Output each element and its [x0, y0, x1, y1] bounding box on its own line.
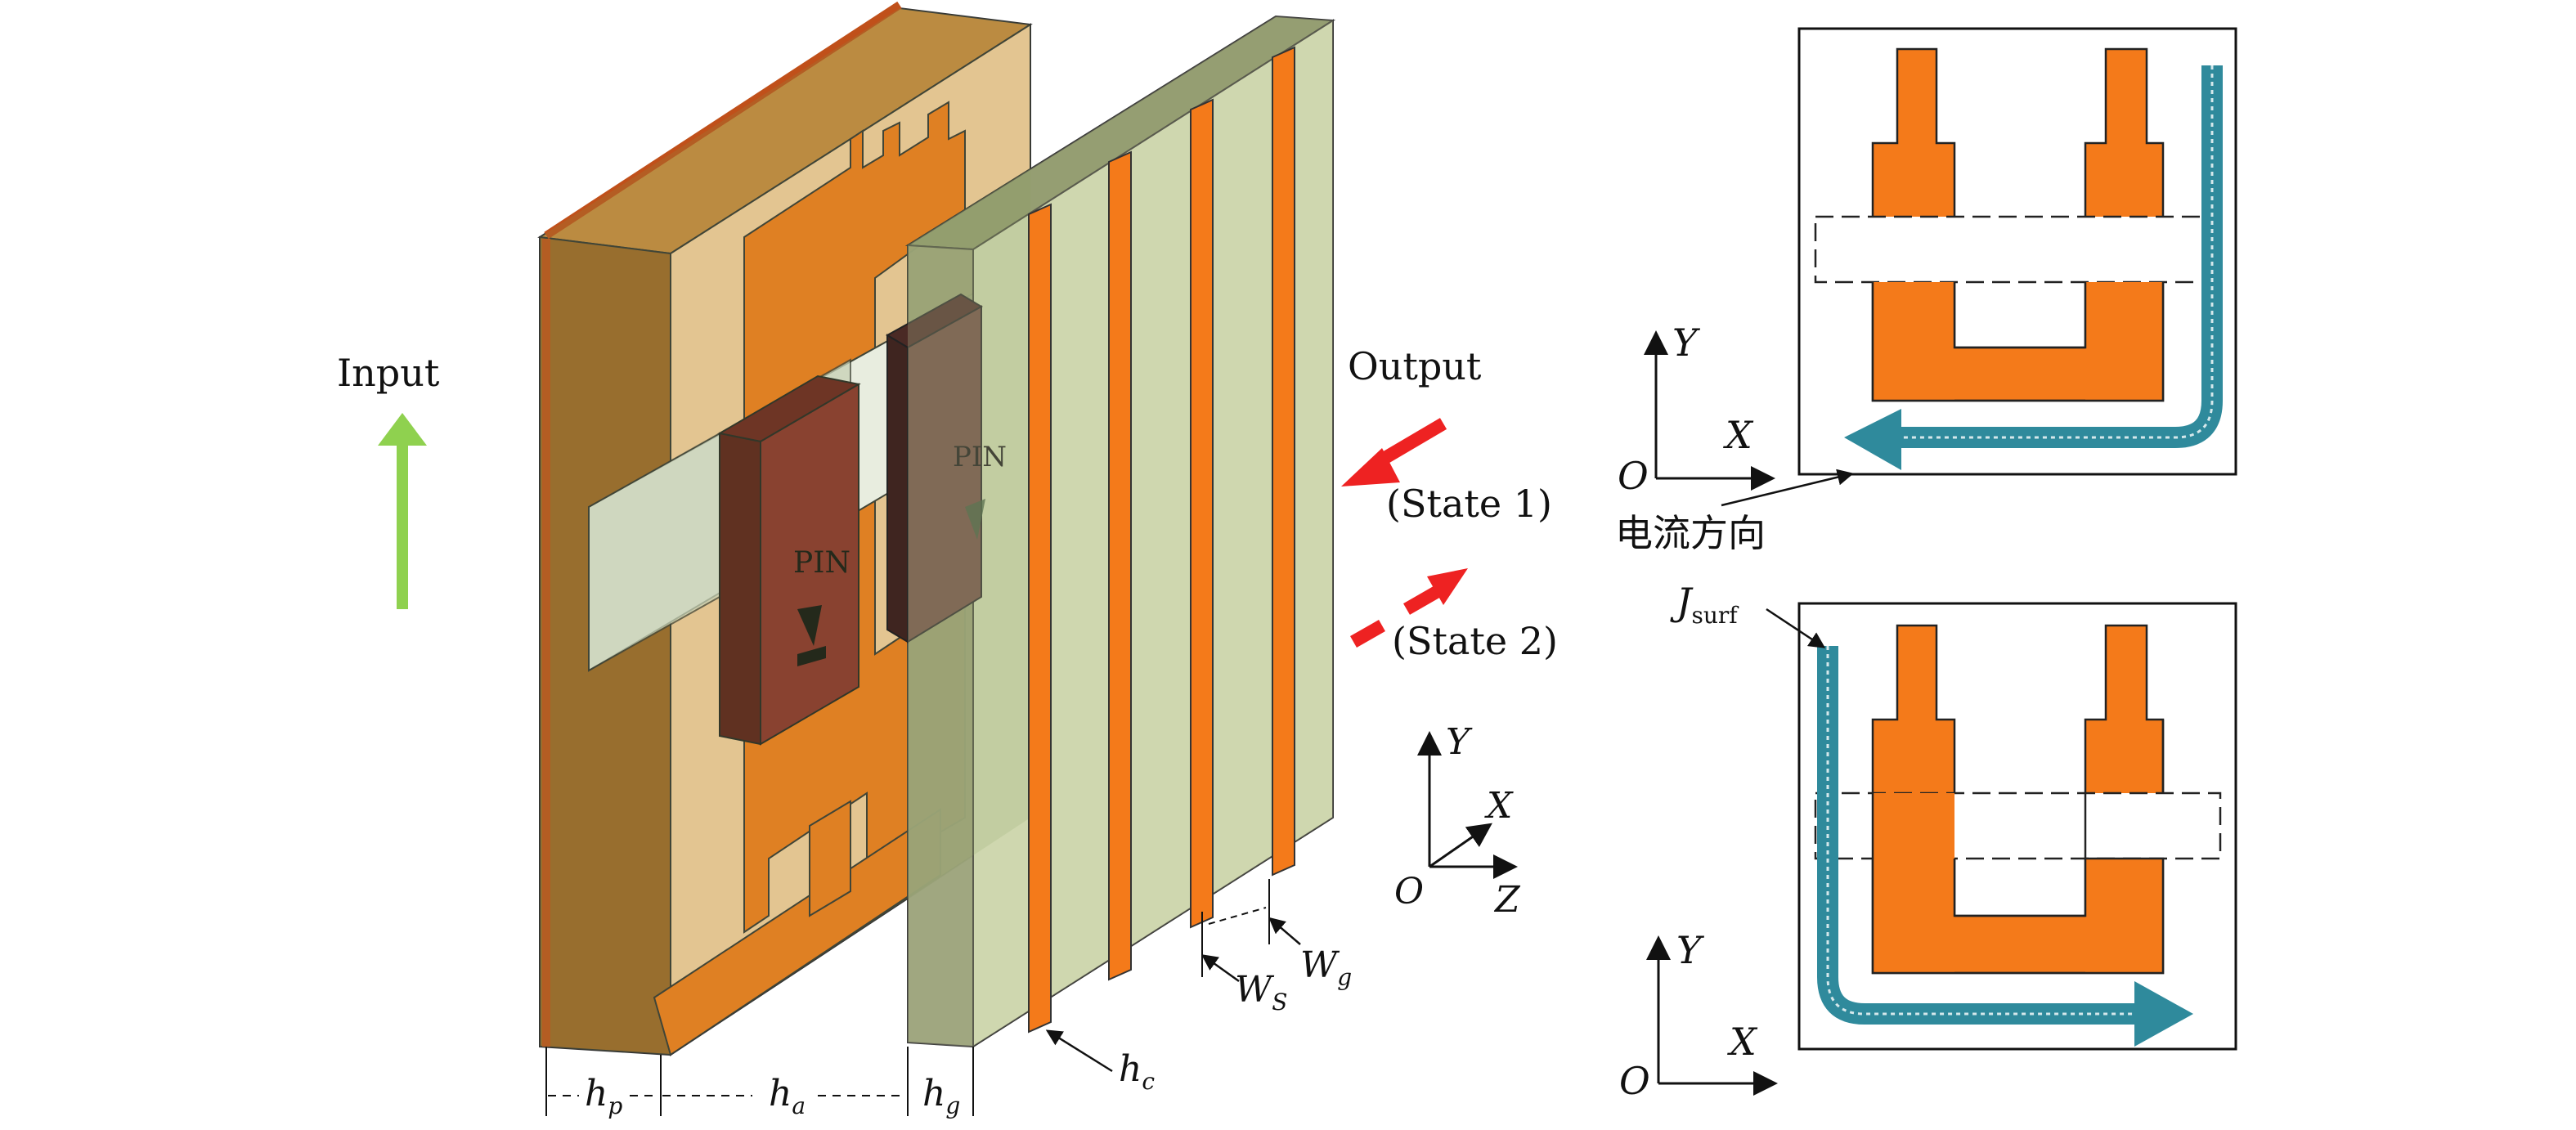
panel-state1: [1797, 27, 2237, 476]
axes-bottom-y: Y: [1676, 928, 1705, 972]
state2-label: (State 2): [1392, 619, 1558, 663]
axes-top-y: Y: [1672, 321, 1701, 365]
dim-hc: hc: [1119, 1048, 1155, 1095]
dimensions: hp ha hg hc WS Wg: [545, 879, 1352, 1119]
output-arrow-state1: [1341, 448, 1400, 487]
panel-state2: [1797, 602, 2237, 1051]
current-direction-label: 电流方向: [1615, 511, 1766, 555]
axes-bottom-o: O: [1619, 1059, 1650, 1103]
input-group: Input: [337, 351, 440, 609]
input-label: Input: [337, 351, 440, 395]
axis3d-o: O: [1394, 871, 1424, 913]
input-arrow: [378, 413, 427, 446]
output-arrow-state2: [1427, 568, 1468, 605]
dim-ha: ha: [769, 1073, 806, 1119]
axes-top: Y X O 电流方向: [1615, 321, 1854, 555]
jsurf-text: Jsurf: [1670, 580, 1739, 629]
pin-label-1: PIN: [793, 546, 850, 580]
pin-diode-1: PIN: [717, 374, 861, 746]
axis3d-y: Y: [1446, 721, 1473, 763]
state1-label: (State 1): [1386, 482, 1552, 526]
grating-strips: [1028, 46, 1295, 1034]
axis3d-x: X: [1484, 785, 1514, 827]
axis3d-z: Z: [1493, 879, 1521, 921]
output-group: Output (State 1) (State 2): [1341, 344, 1558, 663]
structure-3d: PIN PIN: [537, 1, 1336, 1056]
pin-diode-2: PIN: [886, 293, 1007, 643]
dim-wg: Wg: [1300, 944, 1352, 991]
pin-label-2: PIN: [953, 441, 1007, 473]
axes-top-o: O: [1618, 454, 1649, 498]
front-substrate: [540, 8, 1336, 1055]
dim-ws: WS: [1235, 969, 1287, 1016]
dim-hg: hg: [922, 1073, 960, 1119]
axes-bottom-x: X: [1727, 1020, 1758, 1064]
axis-3d: Y X O Z: [1394, 721, 1521, 921]
axes-top-x: X: [1723, 413, 1754, 457]
dim-hp: hp: [585, 1073, 622, 1119]
axes-bottom: Y X O: [1619, 928, 1778, 1103]
output-label: Output: [1348, 344, 1482, 388]
